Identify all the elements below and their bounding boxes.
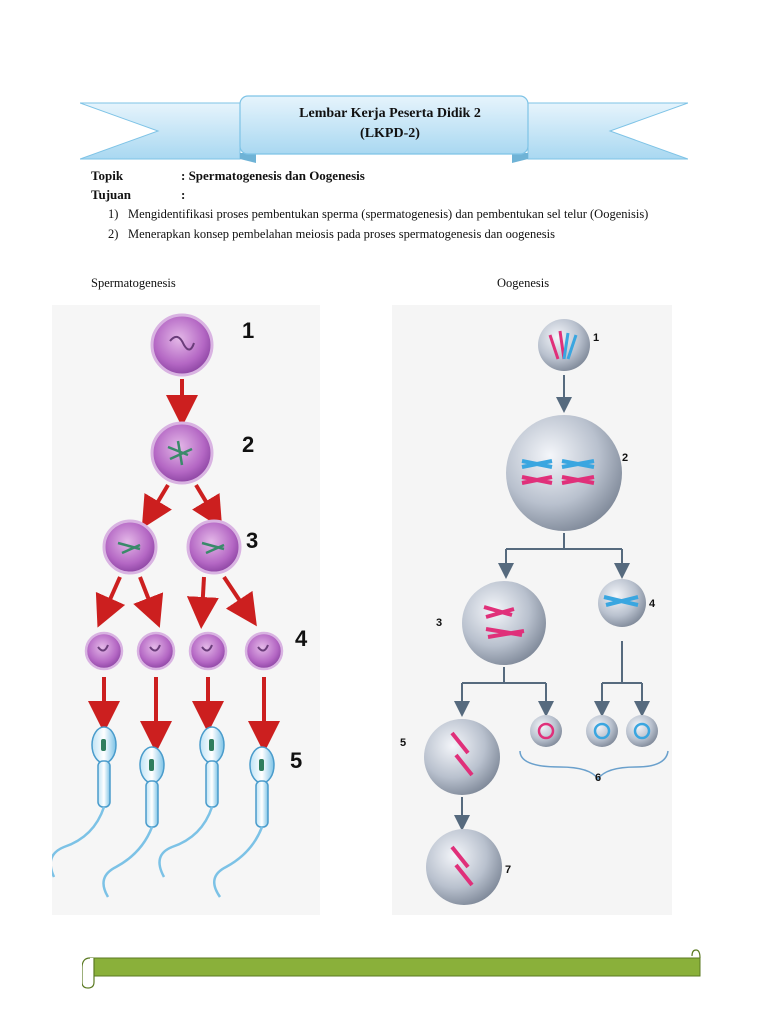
sperm-stage-5-label: 5: [290, 748, 303, 773]
banner-title-line2: (LKPD-2): [360, 126, 420, 141]
oo-stage-4-label: 4: [649, 598, 656, 610]
goal-number: 1): [108, 207, 119, 221]
primary-spermatocyte-cell: [150, 421, 214, 485]
topic-label: Topik: [91, 168, 124, 183]
topic-value: : Spermatogenesis dan Oogenesis: [181, 168, 365, 183]
secondary-oocyte-cell: [462, 581, 546, 665]
oo-stage-2-label: 2: [622, 452, 629, 464]
sperm-stage-1-label: 1: [242, 318, 255, 343]
ootid-cell: [424, 719, 500, 795]
goal-number: 2): [108, 227, 119, 241]
spermatogonium-cell: [150, 313, 214, 377]
ribbon-graphic: [80, 95, 688, 163]
goal-text: Menerapkan konsep pembelahan meiosis pad…: [128, 227, 555, 241]
oo-stage-3-label: 3: [436, 617, 443, 629]
ovum-cell: [426, 829, 502, 905]
goal-text: Mengidentifikasi proses pembentukan sper…: [128, 207, 649, 221]
oo-stage-1-label: 1: [593, 332, 600, 344]
goal-colon: :: [181, 187, 186, 202]
title-banner: Lembar Kerja Peserta Didik 2 (LKPD-2): [80, 95, 688, 167]
spermatogenesis-figure: [49, 305, 320, 915]
banner-title: Lembar Kerja Peserta Didik 2 (LKPD-2): [240, 95, 540, 153]
topic-row: Topik : Spermatogenesis dan Oogenesis: [91, 168, 365, 184]
oo-stage-6-label: 6: [595, 772, 602, 784]
primary-oocyte-cell: [506, 415, 622, 531]
goal-label: Tujuan: [91, 187, 131, 202]
banner-title-line1: Lembar Kerja Peserta Didik 2: [299, 106, 481, 121]
goal-list: 1) Mengidentifikasi proses pembentukan s…: [108, 206, 668, 246]
goal-row: Tujuan:: [91, 187, 185, 203]
oo-stage-7-label: 7: [505, 864, 512, 876]
spermatid-cells: [84, 631, 284, 671]
first-polar-body: [598, 579, 646, 627]
oogenesis-figure: [392, 305, 672, 915]
sperm-stage-4-label: 4: [295, 626, 308, 651]
spermatogenesis-caption: Spermatogenesis: [91, 276, 176, 290]
sperm-nuclei: [101, 739, 264, 771]
sperm-stage-2-label: 2: [242, 432, 255, 457]
oo-stage-5-label: 5: [400, 737, 407, 749]
list-item: 2) Menerapkan konsep pembelahan meiosis …: [108, 226, 668, 242]
oogonium-cell: [538, 319, 590, 371]
list-item: 1) Mengidentifikasi proses pembentukan s…: [108, 206, 668, 222]
polar-bodies: [530, 715, 658, 747]
secondary-spermatocyte-cells: [102, 519, 242, 575]
sperm-stage-3-label: 3: [246, 528, 259, 553]
footer-decoration: [81, 948, 704, 989]
polar-bodies-bracket: [519, 750, 669, 781]
oogenesis-caption: Oogenesis: [497, 276, 550, 290]
